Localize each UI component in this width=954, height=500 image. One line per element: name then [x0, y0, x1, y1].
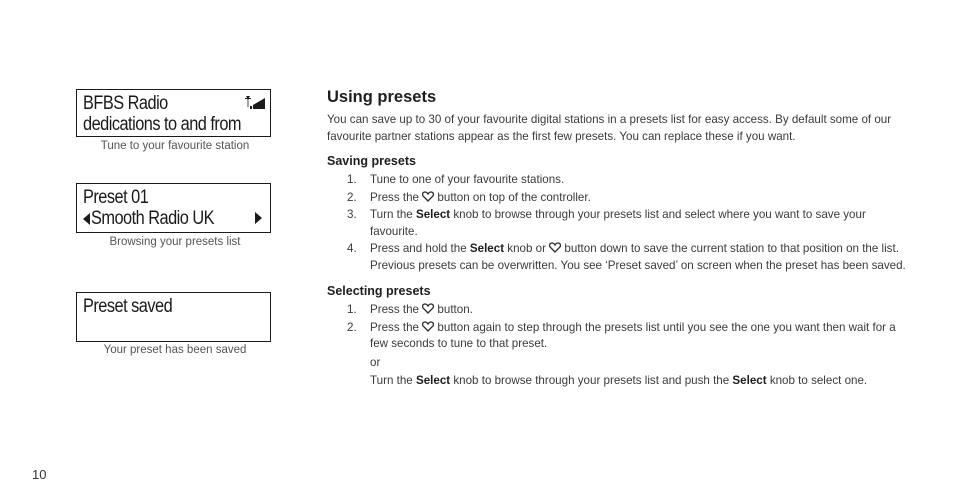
selecting-steps-list: 1. Press the button. 2. Press the button…: [327, 302, 912, 390]
lcd-line-1: BFBS Radio: [83, 93, 168, 114]
alternative-step: Turn the Select knob to browse through y…: [370, 374, 868, 387]
lcd-display-preset-saved: Preset saved: [76, 292, 271, 342]
heart-icon: [422, 303, 435, 315]
intro-paragraph: You can save up to 30 of your favourite …: [327, 113, 892, 143]
lcd-line-1: Preset saved: [83, 296, 173, 317]
arrow-right-icon: [255, 212, 262, 224]
list-item: 1. Tune to one of your favourite station…: [347, 173, 565, 186]
subsection-heading-saving: Saving presets: [327, 154, 416, 168]
lcd-display-preset-browse: Preset 01 Smooth Radio UK: [76, 183, 271, 233]
section-title: Using presets: [327, 88, 437, 106]
main-content: Using presets You can save up to 30 of y…: [327, 88, 912, 398]
display-caption: Your preset has been saved: [103, 344, 247, 356]
heart-icon: [422, 321, 435, 332]
list-item: 2. Press the button on top of the contro…: [347, 190, 591, 204]
lcd-line-1: Preset 01: [83, 187, 149, 208]
arrow-left-icon: [83, 212, 90, 225]
saving-steps-list: 1. Tune to one of your favourite station…: [327, 172, 912, 274]
lcd-display-station: BFBS Radio dedications to and from: [76, 89, 271, 137]
or-separator: or: [370, 355, 381, 369]
list-item: 2. Press the button again to step throug…: [327, 320, 912, 390]
list-item: 3. Turn the Select knob to browse throug…: [347, 208, 866, 238]
display-caption: Browsing your presets list: [109, 236, 241, 248]
list-item: 4. Press and hold the Select knob or but…: [347, 242, 906, 272]
lcd-line-2: dedications to and from: [83, 114, 242, 135]
display-caption: Tune to your favourite station: [100, 140, 250, 152]
lcd-line-2: Smooth Radio UK: [91, 208, 215, 229]
list-item: 1. Press the button.: [347, 303, 473, 316]
signal-strength-icon: [245, 96, 265, 109]
page-number: 10: [32, 467, 47, 482]
subsection-heading-selecting: Selecting presets: [327, 284, 431, 298]
heart-icon: [549, 242, 562, 254]
heart-icon: [422, 191, 435, 202]
